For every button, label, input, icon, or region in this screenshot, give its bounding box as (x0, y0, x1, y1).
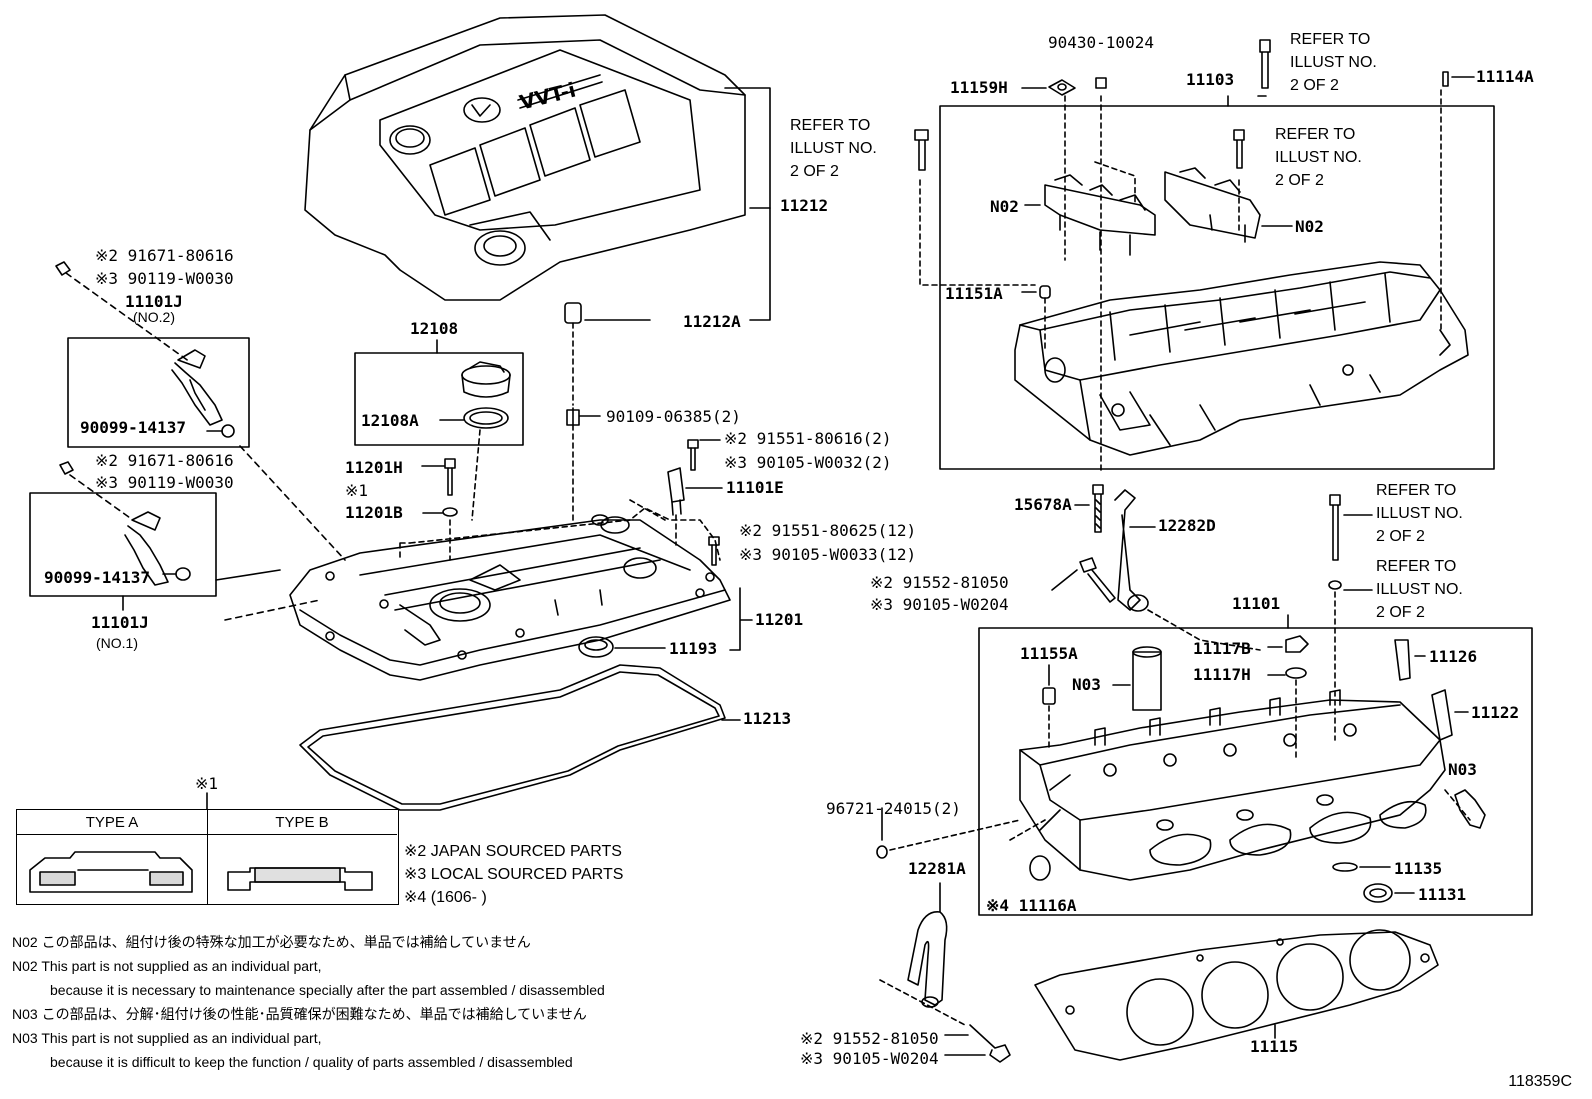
gasket-11213 (299, 664, 741, 811)
label-n03-right: N03 (1448, 760, 1477, 779)
note-n02-en-1: N02 This part is not supplied as an indi… (12, 958, 322, 974)
engine-cover-drawing: VVT-i (304, 14, 746, 301)
label-11155a: 11155A (1020, 644, 1078, 663)
label-11193: 11193 (669, 639, 718, 658)
dowel-96721 (876, 807, 1021, 859)
seal-11193 (578, 636, 666, 658)
middle-parts (1051, 484, 1373, 741)
legend-japan: ※2 JAPAN SOURCED PARTS (404, 843, 622, 860)
label-no2: (NO.2) (133, 309, 175, 325)
label-90105-w0204-mid: ※3 90105-W0204 (870, 595, 1009, 614)
label-11115: 11115 (1250, 1037, 1299, 1056)
label-11126: 11126 (1429, 647, 1478, 666)
cover-leaders (564, 87, 771, 406)
label-90105-w0033: ※3 90105-W0033(12) (739, 545, 917, 564)
label-11201h: 11201H (345, 458, 403, 477)
vsv-no2-box (55, 261, 346, 561)
label-12281a: 12281A (908, 859, 966, 878)
cam-housing-box (914, 39, 1495, 471)
label-12108: 12108 (410, 319, 459, 338)
oil-cap-box (354, 339, 524, 521)
label-type-mark-1: ※1 (345, 481, 369, 500)
small-bolts (421, 439, 721, 566)
table-divider (207, 810, 208, 904)
note-n03-jp: N03 この部品は、分解･組付け後の性能･品質確保が困難なため、単品では補給して… (12, 1006, 587, 1022)
cam-sensor (667, 467, 723, 546)
label-11159h: 11159H (950, 78, 1008, 97)
note-n02-jp: N02 この部品は、組付け後の特殊な加工が必要なため、単品では補給していません (12, 934, 531, 950)
label-90099-14137-top: 90099-14137 (80, 418, 186, 437)
legend-local: ※3 LOCAL SOURCED PARTS (404, 866, 624, 883)
label-11201: 11201 (755, 610, 804, 629)
note-n02-en-2: because it is necessary to maintenance s… (50, 982, 605, 998)
label-12108a: 12108A (361, 411, 419, 430)
label-n02-left: N02 (990, 197, 1019, 216)
stud-90109 (566, 407, 601, 521)
label-11101: 11101 (1232, 594, 1281, 613)
label-90119-w0030-bottom: ※3 90119-W0030 (95, 473, 234, 492)
cylinder-head-box (978, 627, 1533, 916)
label-91671-80616-bottom: ※2 91671-80616 (95, 451, 234, 470)
label-90430-10024: 90430-10024 (1048, 33, 1154, 52)
label-90099-14137-bottom: 90099-14137 (44, 568, 150, 587)
type-b-header: TYPE B (207, 810, 397, 835)
label-91551-80616: ※2 91551-80616(2) (724, 429, 892, 448)
label-n02-right: N02 (1295, 217, 1324, 236)
label-90105-w0032: ※3 90105-W0032(2) (724, 453, 892, 472)
label-90109-06385: 90109-06385(2) (606, 407, 741, 426)
label-11103: 11103 (1186, 70, 1235, 89)
label-11131: 11131 (1418, 885, 1467, 904)
note-n03-en-2: because it is difficult to keep the func… (50, 1054, 573, 1070)
legend-date: ※4 (1606- ) (404, 889, 487, 906)
label-90105-w0204-bottom: ※3 90105-W0204 (800, 1049, 939, 1068)
label-11114a: 11114A (1476, 67, 1534, 86)
label-11212: 11212 (780, 196, 829, 215)
note-n03-en-1: N03 This part is not supplied as an indi… (12, 1030, 322, 1046)
vsv-no1-box (29, 461, 321, 621)
footnotes: N02 この部品は、組付け後の特殊な加工が必要なため、単品では補給していません … (12, 930, 605, 1074)
label-11101e: 11101E (726, 478, 784, 497)
label-11101j-no2: 11101J (125, 292, 183, 311)
label-91552-81050-bottom: ※2 91552-81050 (800, 1029, 939, 1048)
label-96721-24015: 96721-24015(2) (826, 799, 961, 818)
type-a-header: TYPE A (17, 810, 207, 835)
label-11117h: 11117H (1193, 665, 1251, 684)
label-90119-w0030-top: ※3 90119-W0030 (95, 269, 234, 288)
label-11135: 11135 (1394, 859, 1443, 878)
label-11122: 11122 (1471, 703, 1520, 722)
label-91671-80616-top: ※2 91671-80616 (95, 246, 234, 265)
label-11201b: 11201B (345, 503, 403, 522)
head-gasket-11115 (1034, 929, 1439, 1061)
label-11117b: 11117B (1193, 639, 1251, 658)
label-table-mark-1: ※1 (195, 774, 219, 793)
valve-cover-drawing (289, 499, 753, 681)
label-11116a: ※4 11116A (986, 896, 1077, 915)
label-91552-81050-mid: ※2 91552-81050 (870, 573, 1009, 592)
label-91551-80625: ※2 91551-80625(12) (739, 521, 917, 540)
label-12282d: 12282D (1158, 516, 1216, 535)
label-no1: (NO.1) (96, 635, 138, 651)
label-11151a: 11151A (945, 284, 1003, 303)
label-11101j-no1: 11101J (91, 613, 149, 632)
label-15678a: 15678A (1014, 495, 1072, 514)
label-11213: 11213 (743, 709, 792, 728)
cover-logo: VVT-i (517, 78, 578, 115)
label-n03-top: N03 (1072, 675, 1101, 694)
source-legend: ※2 JAPAN SOURCED PARTS ※3 LOCAL SOURCED … (404, 840, 623, 909)
illustration-code: 118359C (1508, 1073, 1572, 1090)
label-11212a: 11212A (683, 312, 741, 331)
type-icons (29, 851, 373, 893)
type-table: TYPE A TYPE B (16, 809, 399, 905)
hanger-12281a (879, 882, 1011, 1063)
